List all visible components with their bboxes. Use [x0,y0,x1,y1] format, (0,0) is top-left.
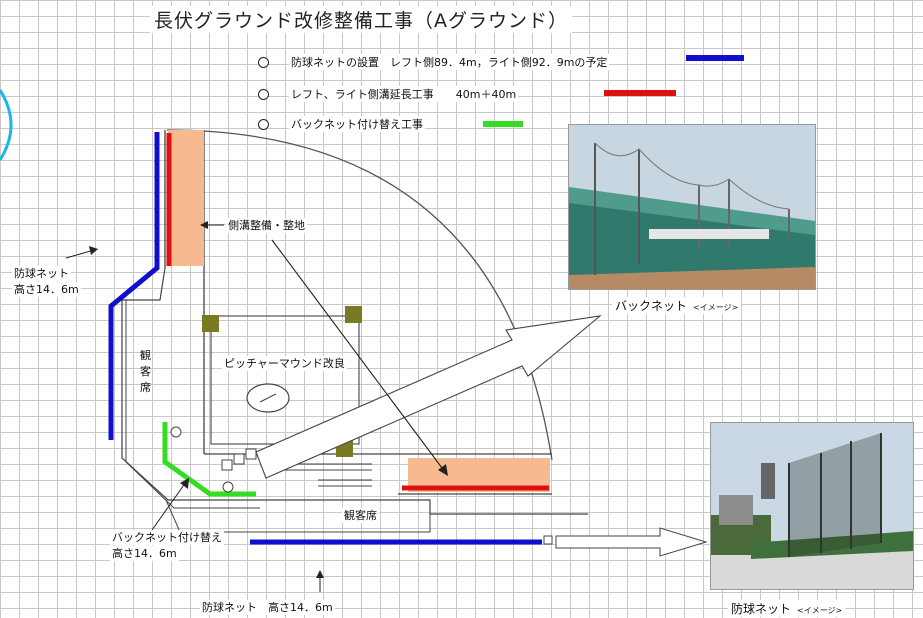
pitcher-mound-label: ピッチャーマウンド改良 [222,356,347,371]
backnet-height-label: 高さ14．6m [110,546,179,561]
net-bottom-label: 防球ネット 高さ14．6m [200,600,335,615]
ballnet-caption-text: 防球ネット [731,602,792,616]
left-ball-net [108,132,160,440]
legend-bullet-icon [258,118,269,130]
legend-item-backnet: バックネット付け替え工事 [258,114,425,134]
backnet-pointer [151,481,187,531]
stands-bottom-label: 観客席 [342,508,379,523]
backnet-caption-text: バックネット [615,299,688,313]
backnet-caption-note: <イメージ> [693,303,739,312]
ballnet-photo-arrow [555,527,708,557]
backnet-photo-arrow [255,315,602,479]
legend-text: 防球ネットの設置 レフト側89．4m，ライト側92．9mの予定 [289,54,610,70]
stands-bottom-outline [165,499,431,533]
ballnet-photo-caption: 防球ネット <イメージ> [728,600,846,617]
backnet-photo [568,124,816,290]
net-left-label: 防球ネット [12,266,71,281]
edge-arc [0,89,13,161]
legend-bullet-icon [258,88,269,100]
backnet-photo-caption: バックネット <イメージ> [612,297,742,314]
legend-text: バックネット付け替え工事 [289,116,425,132]
legend-text: レフト、ライト側溝延長工事 40m＋40m [289,86,519,102]
outfield-fence [166,129,553,461]
net-pointer-left [65,249,95,259]
backnet-label: バックネット付け替え [110,530,224,545]
legend-bullet-icon [258,56,269,68]
base-2 [345,306,362,323]
field-outline [121,267,588,515]
gutter-pointer-right [271,239,446,473]
stands-left-label: 観客席 [140,349,151,394]
legend-item-gutter: レフト、ライト側溝延長工事 40m＋40m [258,84,519,104]
ballnet-photo [710,422,914,590]
page-title: 長伏グラウンド改修整備工事（Aグラウンド） [150,6,572,33]
base-1 [202,315,219,332]
left-gutter-area [168,130,204,266]
legend-green-line [483,121,523,127]
legend-blue-line [686,55,744,61]
stands-left-outline [125,300,260,509]
legend-red-line [604,90,676,96]
backnet-line [162,422,256,497]
net-left-height-label: 高さ14．6m [12,282,81,297]
legend-item-ball-net: 防球ネットの設置 レフト側89．4m，ライト側92．9mの予定 [258,52,610,72]
ballnet-caption-note: <イメージ> [797,606,843,615]
gutter-label: 側溝整備・整地 [226,218,307,233]
